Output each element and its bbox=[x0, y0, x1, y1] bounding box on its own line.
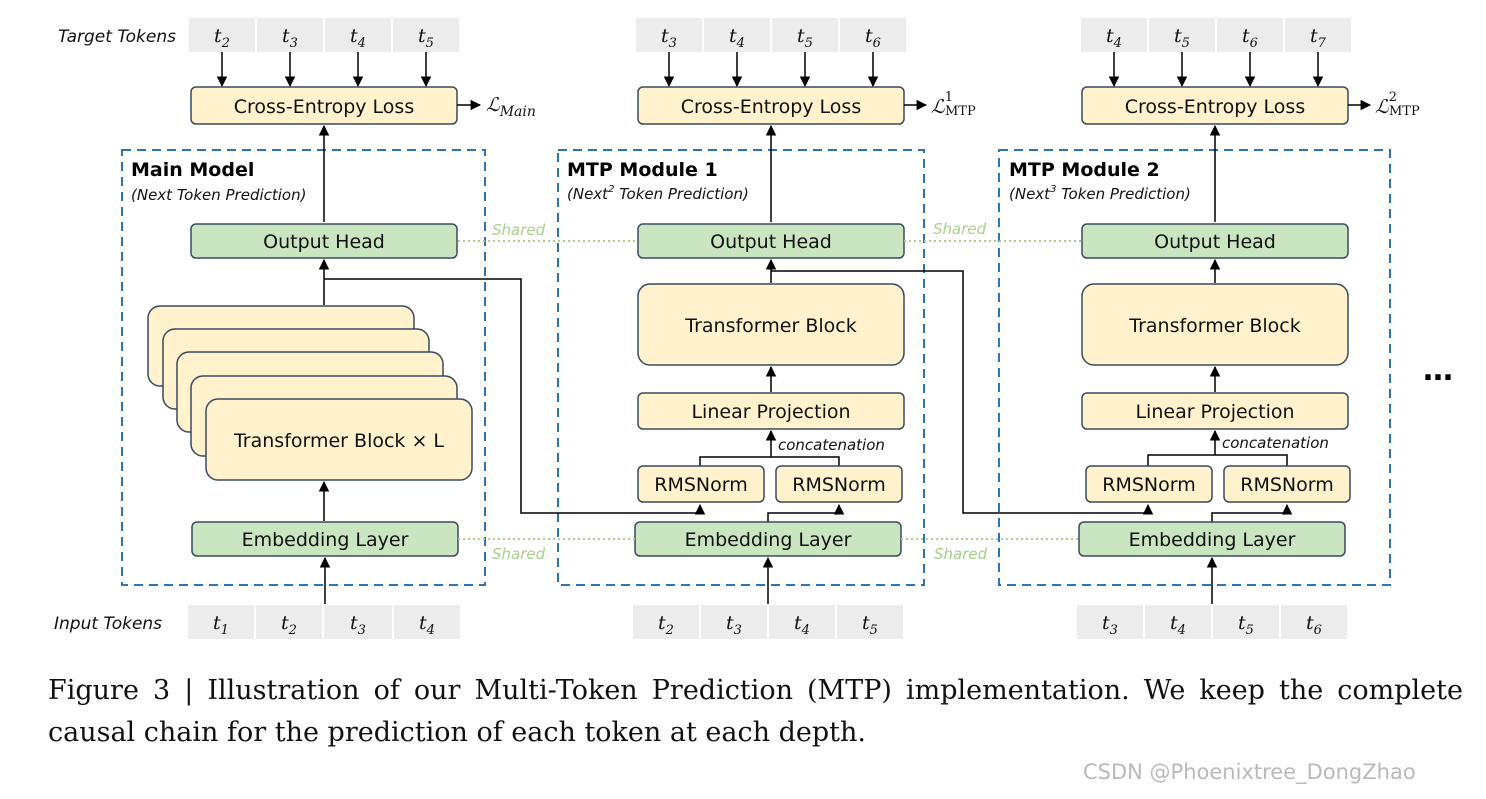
main-target-tokens: t2 t3 t4 t5 bbox=[189, 18, 459, 52]
main-loss-label: Cross-Entropy Loss bbox=[234, 96, 414, 118]
mtp1-target-token-3: t5 bbox=[797, 25, 813, 51]
mtp2-transformer-label: Transformer Block bbox=[1128, 315, 1300, 337]
main-model-frame bbox=[121, 149, 486, 586]
main-loss-symbol: ℒMain bbox=[486, 94, 536, 120]
mtp2-input-token-2: t4 bbox=[1170, 612, 1186, 638]
mtp-module-1: MTP Module 1 (Next2 Token Prediction) t3… bbox=[557, 18, 976, 639]
mtp1-loss-label: Cross-Entropy Loss bbox=[681, 96, 861, 118]
main-input-token-2: t2 bbox=[281, 612, 297, 638]
mtp1-linear-label: Linear Projection bbox=[691, 401, 850, 423]
mtp2-target-tokens: t4 t5 t6 t7 bbox=[1081, 18, 1351, 52]
shared-label-embedding-2: Shared bbox=[934, 545, 988, 563]
mtp2-output-head bbox=[1081, 223, 1349, 259]
mtp1-embedding-label: Embedding Layer bbox=[685, 529, 852, 551]
main-target-token-2: t3 bbox=[282, 25, 298, 51]
mtp2-rmsnorm-left-label: RMSNorm bbox=[1102, 474, 1195, 496]
input-tokens-label: Input Tokens bbox=[54, 614, 162, 634]
watermark: CSDN @Phoenixtree_DongZhao bbox=[1083, 760, 1416, 784]
main-output-head-label: Output Head bbox=[263, 231, 385, 253]
mtp1-input-token-2: t3 bbox=[726, 612, 742, 638]
mtp1-rmsnorm-right bbox=[775, 465, 903, 503]
mtp1-target-token-1: t3 bbox=[661, 25, 677, 51]
main-output-head bbox=[190, 223, 458, 259]
main-embedding-label: Embedding Layer bbox=[242, 529, 409, 551]
main-target-token-4: t5 bbox=[418, 25, 434, 51]
mtp1-rmsnorm-left bbox=[637, 465, 765, 503]
mtp1-input-tokens: t2 t3 t4 t5 bbox=[633, 605, 903, 639]
main-model-title: Main Model bbox=[131, 159, 254, 181]
mtp2-rmsnorm-right bbox=[1223, 465, 1351, 503]
mtp1-frame bbox=[557, 149, 925, 586]
mtp1-output-head-label: Output Head bbox=[710, 231, 832, 253]
shared-label-output-1: Shared bbox=[492, 221, 546, 239]
mtp1-rmsnorm-right-label: RMSNorm bbox=[792, 474, 885, 496]
mtp2-rmsnorm-right-label: RMSNorm bbox=[1240, 474, 1333, 496]
mtp2-input-token-1: t3 bbox=[1102, 612, 1118, 638]
mtp2-target-token-4: t7 bbox=[1310, 25, 1327, 51]
shared-label-embedding-1: Shared bbox=[492, 545, 546, 563]
mtp1-subtitle: (Next2 Token Prediction) bbox=[567, 184, 749, 203]
mtp2-concat-label: concatenation bbox=[1222, 434, 1329, 452]
mtp2-linear-projection bbox=[1081, 392, 1349, 430]
mtp1-linear-projection bbox=[637, 392, 905, 430]
mtp1-input-token-3: t4 bbox=[794, 612, 810, 638]
mtp2-title: MTP Module 2 bbox=[1009, 159, 1160, 181]
mtp2-loss-label: Cross-Entropy Loss bbox=[1125, 96, 1305, 118]
mtp2-target-token-1: t4 bbox=[1106, 25, 1122, 51]
mtp1-title: MTP Module 1 bbox=[567, 159, 718, 181]
mtp1-rmsnorm-left-label: RMSNorm bbox=[654, 474, 747, 496]
mtp2-embedding-label: Embedding Layer bbox=[1129, 529, 1296, 551]
main-model: Main Model (Next Token Prediction) t2 t3… bbox=[121, 18, 536, 639]
mtp2-input-token-4: t6 bbox=[1306, 612, 1322, 638]
main-input-token-3: t3 bbox=[350, 612, 366, 638]
mtp1-input-token-1: t2 bbox=[658, 612, 674, 638]
main-model-subtitle: (Next Token Prediction) bbox=[131, 186, 306, 204]
mtp2-rmsnorm-left bbox=[1085, 465, 1213, 503]
figure-caption: Figure 3 | Illustration of our Multi-Tok… bbox=[48, 675, 1463, 748]
mtp2-linear-label: Linear Projection bbox=[1135, 401, 1294, 423]
mtp1-to-mtp2-connector bbox=[771, 270, 1154, 515]
main-target-token-3: t4 bbox=[350, 25, 366, 51]
mtp2-target-token-3: t6 bbox=[1242, 25, 1258, 51]
main-input-token-1: t1 bbox=[213, 612, 229, 638]
mtp2-output-head-label: Output Head bbox=[1154, 231, 1276, 253]
mtp1-input-token-4: t5 bbox=[862, 612, 878, 638]
mtp1-target-token-2: t4 bbox=[729, 25, 745, 51]
shared-label-output-2: Shared bbox=[933, 220, 987, 238]
mtp-diagram: Target Tokens Input Tokens Main Model (N… bbox=[54, 18, 1453, 639]
main-to-mtp1-connector bbox=[324, 278, 706, 515]
mtp2-target-token-2: t5 bbox=[1174, 25, 1190, 51]
main-target-token-1: t2 bbox=[214, 25, 230, 51]
main-transformer-stack: Transformer Block × L bbox=[147, 305, 473, 481]
target-tokens-label: Target Tokens bbox=[58, 27, 176, 47]
more-modules-ellipsis: … bbox=[1423, 353, 1453, 388]
mtp1-concat-label: concatenation bbox=[778, 436, 885, 454]
main-input-token-4: t4 bbox=[419, 612, 435, 638]
mtp2-input-tokens: t3 t4 t5 t6 bbox=[1077, 605, 1347, 639]
mtp1-transformer-label: Transformer Block bbox=[684, 315, 856, 337]
mtp2-frame bbox=[998, 149, 1391, 586]
mtp2-input-token-3: t5 bbox=[1238, 612, 1254, 638]
main-input-tokens: t1 t2 t3 t4 bbox=[188, 605, 460, 639]
mtp1-target-token-4: t6 bbox=[865, 25, 881, 51]
mtp2-transformer-block bbox=[1081, 283, 1349, 366]
mtp2-subtitle: (Next3 Token Prediction) bbox=[1009, 184, 1191, 203]
mtp1-transformer-block bbox=[637, 283, 905, 366]
mtp-module-2: MTP Module 2 (Next3 Token Prediction) t4… bbox=[998, 18, 1420, 639]
mtp1-target-tokens: t3 t4 t5 t6 bbox=[636, 18, 906, 52]
main-transformer-label: Transformer Block × L bbox=[233, 430, 444, 452]
mtp2-embedding-layer bbox=[1078, 521, 1346, 557]
